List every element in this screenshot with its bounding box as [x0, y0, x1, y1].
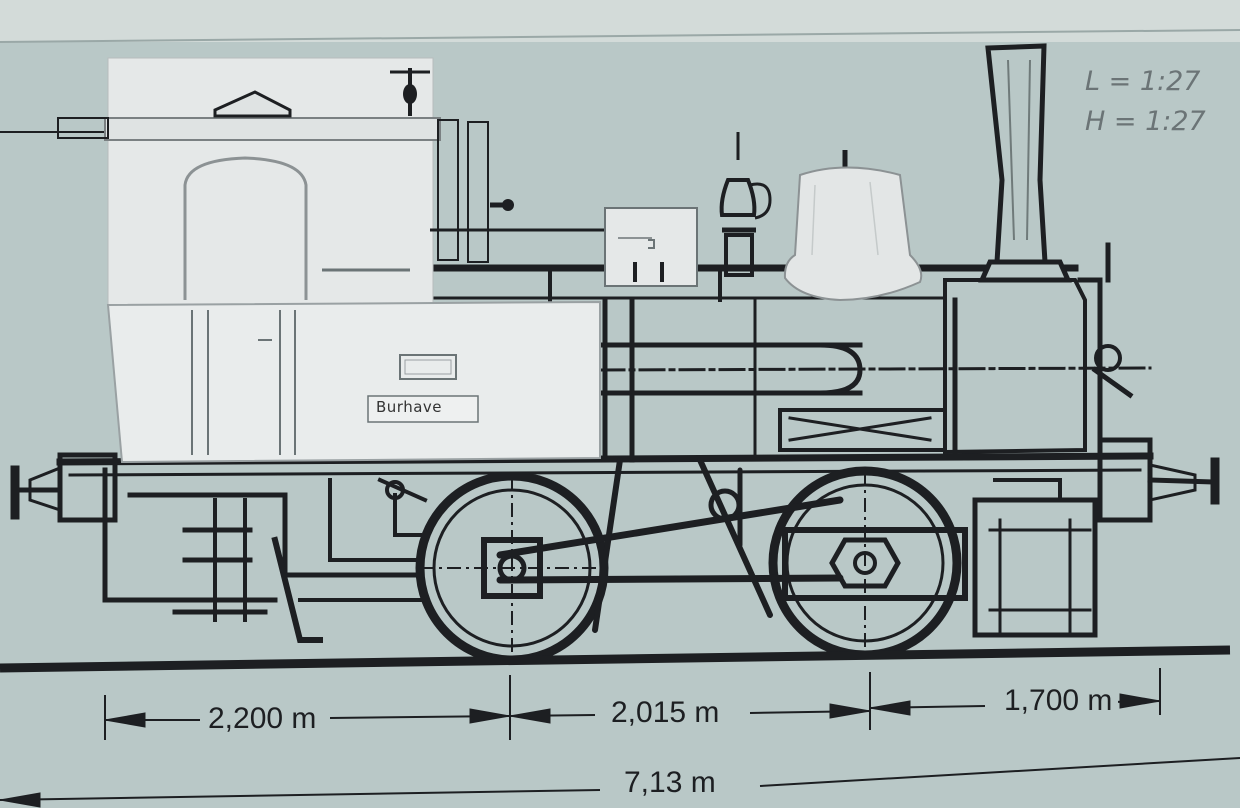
paper-steam-dome — [783, 150, 923, 302]
rear-driving-wheel — [415, 471, 609, 665]
dimension-2200: 2,200 m — [202, 704, 323, 734]
scale-length: L = 1:27 — [1085, 66, 1201, 97]
sheet-fold-line — [0, 29, 1240, 43]
chimney — [978, 43, 1072, 283]
paper-cab — [57, 57, 610, 307]
rail — [0, 645, 1231, 673]
connecting-rods — [496, 457, 844, 633]
nameplate-frame — [367, 395, 479, 423]
dimension-2015: 2,015 m — [605, 698, 726, 728]
paper-side-tank — [106, 300, 601, 464]
dimension-1700: 1,700 m — [998, 686, 1119, 716]
nameplate-label: Burhave — [376, 398, 443, 416]
paper-sandbox — [604, 207, 698, 287]
safety-valve — [719, 132, 772, 277]
scale-height: H = 1:27 — [1085, 106, 1206, 137]
dimension-total: 7,13 m — [618, 768, 722, 798]
dimension-lines — [0, 668, 1240, 808]
front-driving-wheel — [768, 466, 968, 660]
